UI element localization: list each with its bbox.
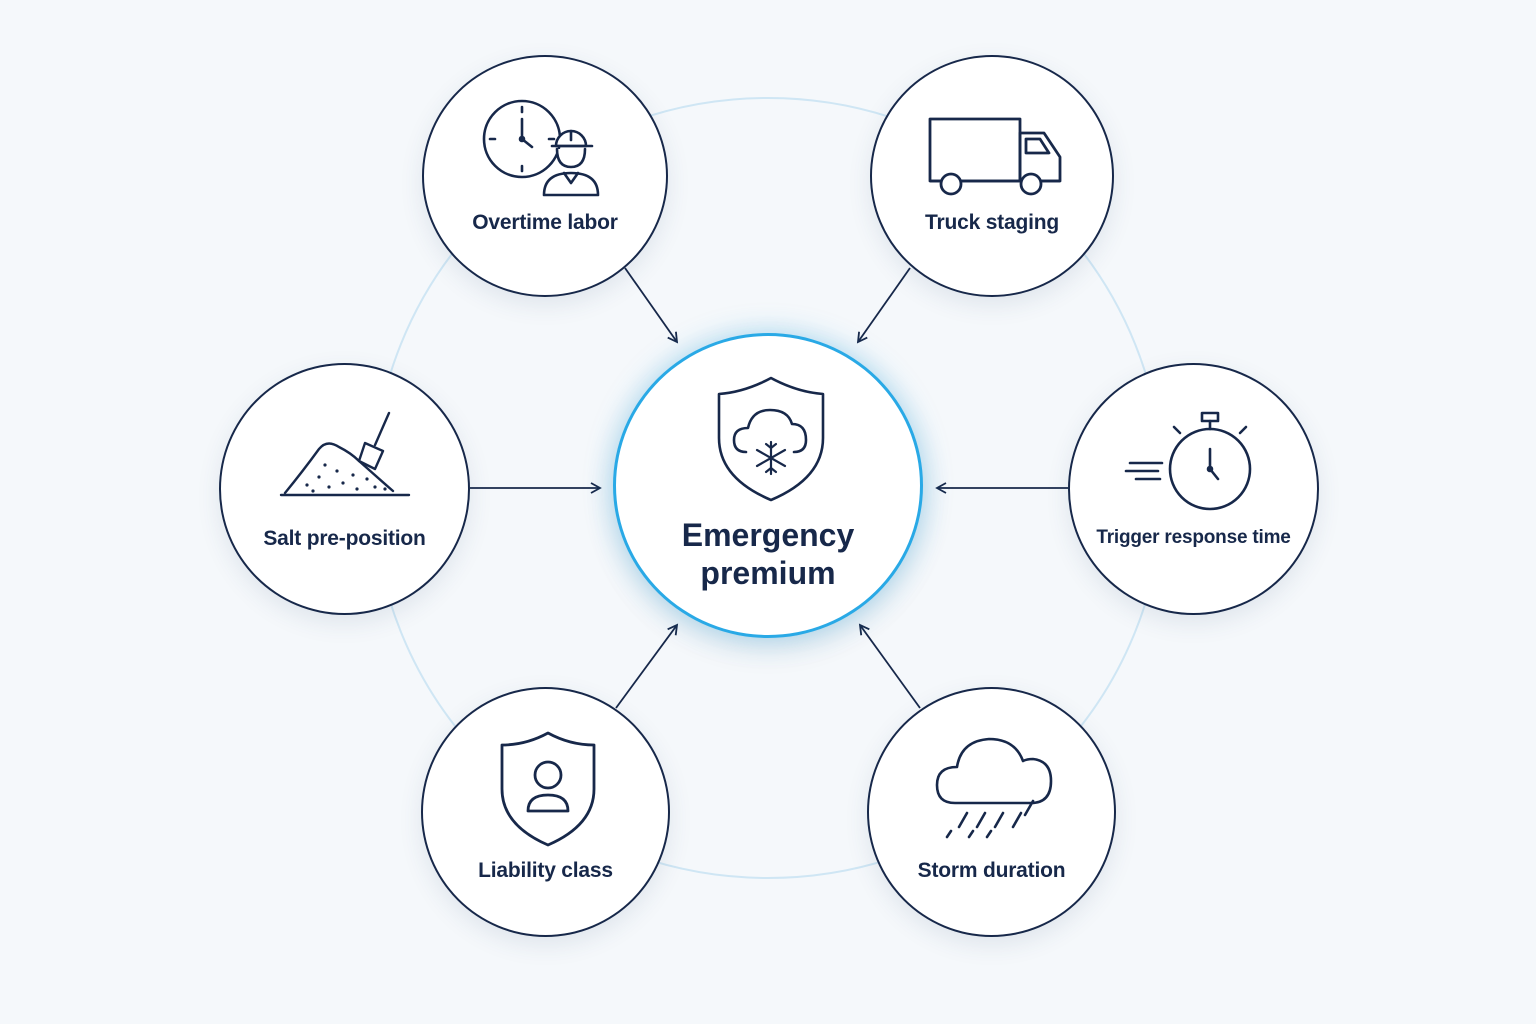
salt-pile-shovel-icon [279, 411, 411, 497]
factor-salt-pre-position: Salt pre-position [219, 363, 470, 615]
arrow-storm [858, 623, 921, 709]
rain-cloud-icon [935, 737, 1053, 839]
factor-label: Overtime labor [472, 211, 618, 234]
shield-storm-snowflake-icon [717, 376, 825, 502]
factor-storm-duration: Storm duration [867, 687, 1116, 937]
factor-label: Trigger response time [1096, 527, 1291, 548]
factor-label: Truck staging [925, 211, 1059, 234]
factor-truck-staging: Truck staging [870, 55, 1114, 297]
clock-worker-icon [482, 99, 600, 197]
stopwatch-icon [1124, 411, 1252, 511]
arrow-liability [615, 623, 679, 709]
arrow-overtime [624, 267, 679, 344]
shield-person-icon [500, 731, 596, 847]
factor-trigger-response-time: Trigger response time [1068, 363, 1319, 615]
center-label-line1: Emergency [681, 517, 855, 553]
factor-liability-class: Liability class [421, 687, 670, 937]
center-label: Emergency premium [616, 516, 920, 592]
arrow-truck [856, 267, 911, 344]
factor-overtime-labor: Overtime labor [422, 55, 668, 297]
factor-label: Storm duration [917, 859, 1066, 882]
factor-label: Liability class [478, 859, 613, 882]
center-emergency-premium: Emergency premium [613, 333, 923, 638]
factor-label: Salt pre-position [263, 527, 426, 550]
truck-icon [928, 117, 1062, 196]
center-label-line2: premium [700, 555, 836, 591]
